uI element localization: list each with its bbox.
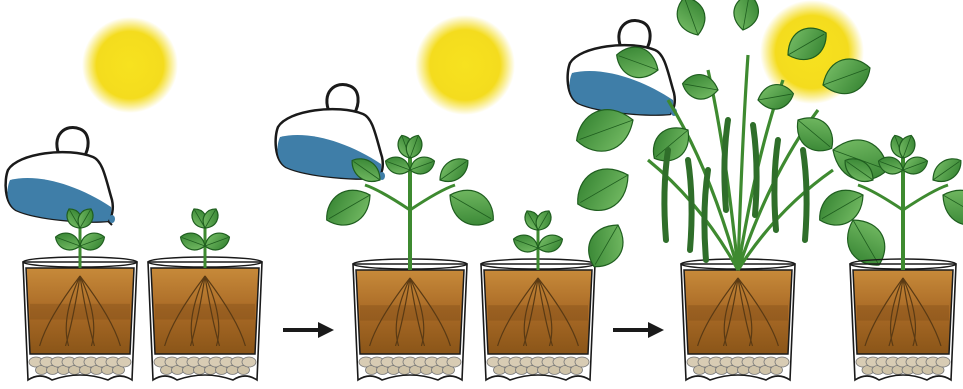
leaf [178, 229, 208, 253]
sun-icon [415, 15, 515, 115]
bean-pod [704, 170, 708, 260]
leaf [928, 153, 963, 188]
container-stage1-right [148, 257, 262, 380]
arrow-icon [283, 322, 334, 338]
leaf [53, 229, 83, 253]
container-stage2-left [353, 259, 467, 380]
container-stage1-left [23, 257, 137, 380]
leaf [77, 229, 107, 253]
leaf [672, 0, 711, 40]
leaf [435, 153, 474, 188]
leaf [442, 181, 502, 234]
bean-pod [724, 120, 728, 210]
container-stage3-right [850, 259, 956, 380]
bean-pod [688, 160, 692, 250]
leaf [568, 158, 638, 221]
leaf [319, 181, 379, 234]
leaf [511, 231, 541, 255]
leaf [731, 0, 761, 32]
bean-pod [664, 150, 668, 240]
leaf [535, 231, 565, 255]
seedling-plant [511, 208, 565, 270]
leaf [202, 229, 232, 253]
container-stage3-left [681, 259, 795, 380]
bean-pod [753, 125, 757, 215]
arrow-icon [613, 322, 664, 338]
container-stage2-right [481, 259, 595, 380]
sun-icon [82, 17, 178, 113]
watering-can-icon [6, 127, 115, 225]
seedling-plant [178, 206, 232, 268]
bean-pod [774, 140, 778, 230]
